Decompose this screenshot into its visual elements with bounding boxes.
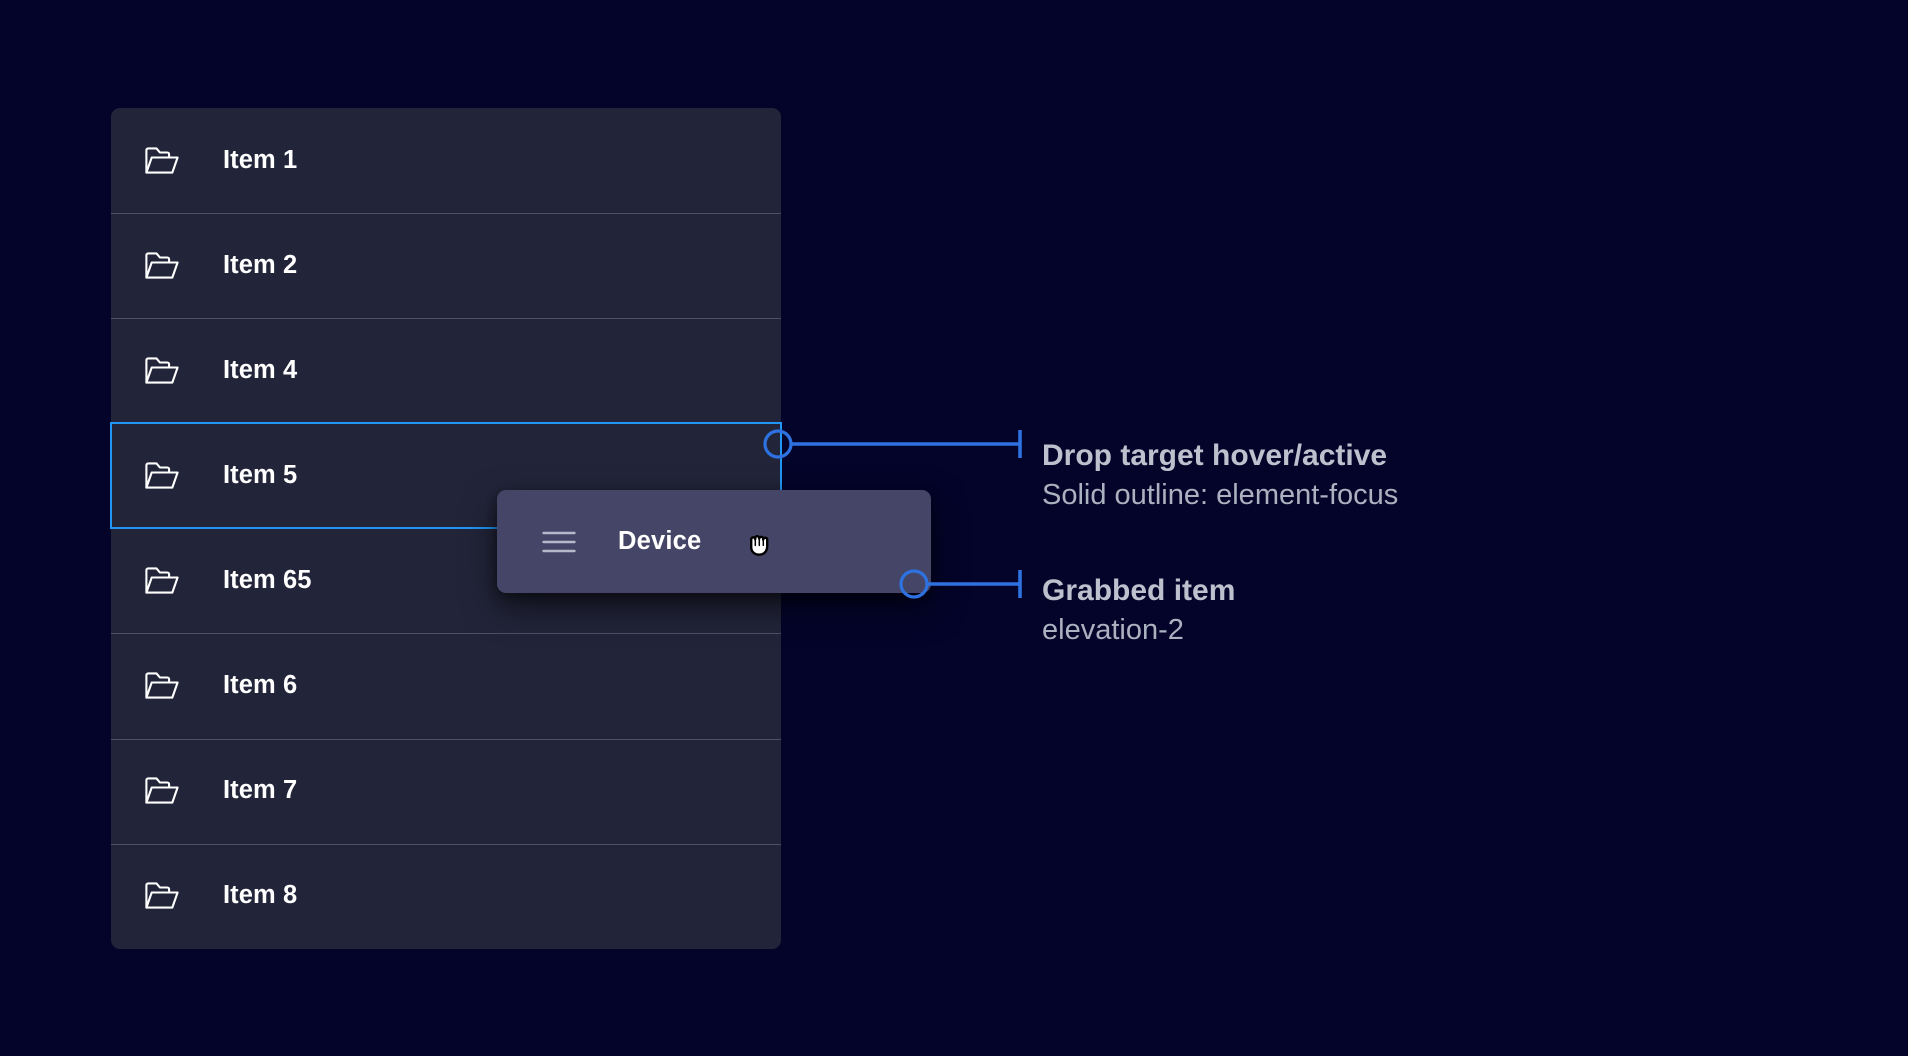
list-item-label: Item 1 <box>223 145 298 174</box>
annotation-title: Grabbed item <box>1042 574 1236 607</box>
folder-open-icon <box>145 251 179 279</box>
list-item[interactable]: Item 1 <box>111 108 781 213</box>
list-item[interactable]: Item 65 <box>111 528 781 633</box>
grabbed-item-annotation: Grabbed item elevation-2 <box>1042 571 1235 649</box>
drop-target-annotation: Drop target hover/active Solid outline: … <box>1042 436 1398 514</box>
list-item[interactable]: Item 4 <box>111 318 781 423</box>
grabbed-item-card[interactable]: Device <box>497 490 931 593</box>
list-item-label: Item 8 <box>223 881 298 910</box>
callout-circle-marker <box>763 429 793 459</box>
folder-open-icon <box>145 357 179 384</box>
list-item-label: Item 7 <box>223 776 298 805</box>
list-item-drop-target-active[interactable]: Item 5 <box>110 422 782 530</box>
folder-open-icon <box>145 567 179 594</box>
folder-open-icon <box>145 777 179 804</box>
list-item-label: Item 4 <box>223 355 298 384</box>
annotation-title: Drop target hover/active <box>1042 439 1388 472</box>
callout-circle-marker <box>899 569 929 599</box>
folder-open-icon <box>145 146 179 174</box>
folder-open-icon <box>145 882 179 909</box>
list-item[interactable]: Item 6 <box>111 633 781 738</box>
annotation-subtitle: elevation-2 <box>1042 613 1184 646</box>
list-item-label: Item 5 <box>223 461 298 490</box>
grabbed-item-callout-leader <box>898 568 1038 600</box>
list-item-label: Item 6 <box>223 671 298 700</box>
list-item-label: Item 2 <box>223 250 298 279</box>
folder-open-icon <box>145 672 179 699</box>
annotation-subtitle: Solid outline: element-focus <box>1042 478 1399 511</box>
folder-open-icon <box>145 462 179 489</box>
list-item[interactable]: Item 2 <box>111 213 781 318</box>
drag-handle-icon[interactable] <box>542 530 576 554</box>
list-item[interactable]: Item 7 <box>111 738 781 844</box>
grabbed-item-label: Device <box>618 527 702 555</box>
drop-target-callout-leader <box>762 428 1036 460</box>
grabbing-hand-cursor <box>750 535 769 556</box>
list-item[interactable]: Item 8 <box>111 843 781 949</box>
list-item-label: Item 65 <box>223 566 312 595</box>
